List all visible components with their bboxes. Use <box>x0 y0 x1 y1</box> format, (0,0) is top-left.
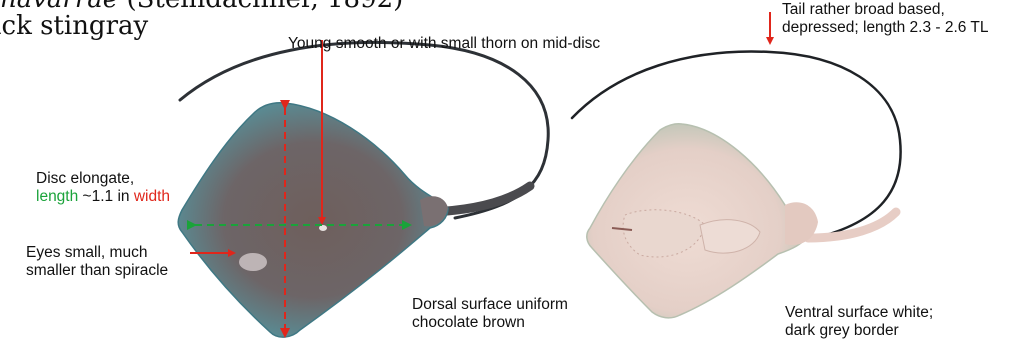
eyes-annotation-line1: Eyes small, much <box>26 244 168 262</box>
ventral-stingray-illustration <box>572 52 901 318</box>
ventral-annotation-line2: dark grey border <box>785 322 933 340</box>
eyes-annotation: Eyes small, much smaller than spiracle <box>26 244 168 280</box>
ventral-annotation-line1: Ventral surface white; <box>785 304 933 322</box>
tail-annotation-line2: depressed; length 2.3 - 2.6 TL <box>782 19 989 37</box>
mid-disc-annotation: Young smooth or with small thorn on mid-… <box>288 35 600 53</box>
disc-annotation-line2: length ~1.1 in width <box>36 188 170 206</box>
ratio-label: ~1.1 in <box>78 188 134 205</box>
dorsal-annotation-line2: chocolate brown <box>412 314 568 332</box>
eyes-annotation-line2: smaller than spiracle <box>26 262 168 280</box>
dorsal-annotation: Dorsal surface uniform chocolate brown <box>412 296 568 332</box>
dorsal-disc <box>178 103 448 337</box>
dorsal-stingray-illustration <box>178 42 548 337</box>
dorsal-pelvic-fin <box>420 196 448 226</box>
length-label: length <box>36 188 78 205</box>
width-label: width <box>134 188 170 205</box>
disc-annotation-line1: Disc elongate, <box>36 170 170 188</box>
tail-annotation-line1: Tail rather broad based, <box>782 1 989 19</box>
disc-annotation: Disc elongate, length ~1.1 in width <box>36 170 170 206</box>
dorsal-eye-area <box>239 253 267 271</box>
ventral-annotation: Ventral surface white; dark grey border <box>785 304 933 340</box>
tail-annotation: Tail rather broad based, depressed; leng… <box>782 1 989 37</box>
dorsal-annotation-line1: Dorsal surface uniform <box>412 296 568 314</box>
